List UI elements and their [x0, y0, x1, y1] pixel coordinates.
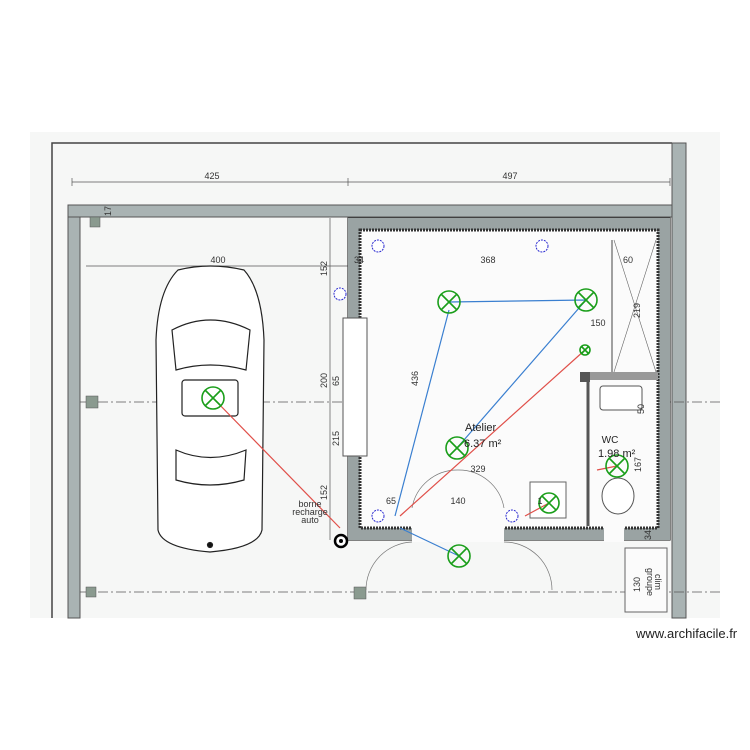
- dim-total-right: 497: [502, 171, 517, 181]
- charger-label-1: borne: [298, 499, 321, 509]
- room-name-atelier: Atelier: [465, 422, 497, 434]
- right-wall: [671, 142, 687, 619]
- outlet-icon: [535, 239, 549, 253]
- clim-unit: [624, 547, 668, 613]
- outlet-icon: [371, 509, 385, 523]
- ceiling-light-icon: [201, 386, 225, 410]
- room-name-wc: WC: [602, 435, 619, 446]
- lights: [201, 288, 629, 568]
- ceiling-light-icon: [447, 544, 471, 568]
- dim-wall-bottom: 34: [643, 530, 653, 540]
- outlet-icon: [505, 509, 519, 523]
- dim-wc-a: 50: [636, 404, 646, 414]
- dim-sink: 1: [537, 496, 542, 506]
- dim-wc-b: 167: [633, 457, 643, 472]
- room-area-atelier: 6.37 m²: [464, 438, 502, 450]
- grid-markers: [85, 216, 367, 600]
- clim-label-1: groupe: [645, 568, 655, 596]
- ceiling-light-icon: [538, 492, 560, 514]
- outlet-icon: [371, 239, 385, 253]
- clim-label-2: clim: [653, 574, 663, 590]
- dim-door-offset: 65: [386, 496, 396, 506]
- charger-label-2: recharge: [292, 507, 328, 517]
- dim-clim-size: 130: [632, 577, 642, 592]
- wc-sink: [599, 385, 643, 411]
- door-opening: [412, 526, 504, 542]
- toilet: [601, 477, 635, 515]
- dim-shower-length: 219: [632, 303, 642, 318]
- room-area-wc: 1.98 m²: [598, 448, 636, 460]
- ceiling-light-icon: [445, 436, 469, 460]
- wiring: [212, 299, 618, 557]
- dim-window-a: 65: [331, 376, 341, 386]
- dim-top-gap: 17: [103, 206, 113, 216]
- dim-door-width: 140: [450, 496, 465, 506]
- garage-top-wall: [67, 204, 673, 218]
- outlets: [333, 239, 549, 523]
- watermark: www.archifacile.fr: [636, 626, 738, 641]
- dim-left-a: 152: [319, 261, 329, 276]
- dim-shower-width: 60: [623, 255, 633, 265]
- outer-frame: [51, 142, 672, 618]
- dim-atelier-width: 368: [480, 255, 495, 265]
- dim-car-width: 400: [210, 255, 225, 265]
- atelier-walls: [342, 217, 671, 613]
- window: [342, 317, 368, 457]
- ceiling-light-icon: [437, 290, 461, 314]
- small-light-icon: [579, 344, 591, 356]
- ceiling-light-icon: [574, 288, 598, 312]
- dim-window-b: 215: [331, 431, 341, 446]
- charger-label-3: auto: [301, 515, 319, 525]
- garage-left-wall: [67, 204, 81, 619]
- atelier-sink: [529, 481, 567, 519]
- ceiling-light-icon: [605, 454, 629, 478]
- dim-left-c: 152: [319, 485, 329, 500]
- dim-left-b: 200: [319, 373, 329, 388]
- dim-shower-depth: 150: [590, 318, 605, 328]
- dim-inner-width: 329: [470, 464, 485, 474]
- dim-total-left: 425: [204, 171, 219, 181]
- dim-atelier-wall: 34: [354, 255, 364, 265]
- outlet-icon: [333, 287, 347, 301]
- dim-atelier-height: 436: [410, 371, 420, 386]
